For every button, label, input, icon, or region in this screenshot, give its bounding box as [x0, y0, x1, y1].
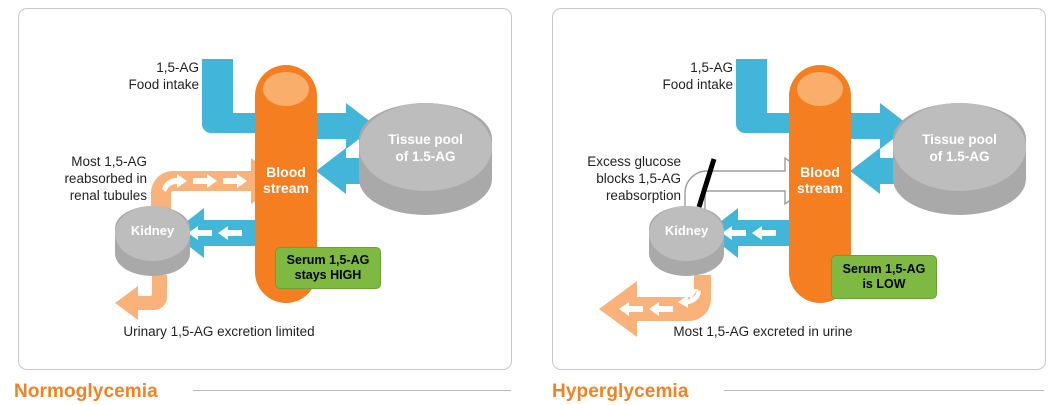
serum-status-callout: Serum 1,5-AG stays HIGH: [275, 247, 381, 289]
tissue-pool-disk: Tissue pool of 1.5-AG: [893, 103, 1026, 215]
reabsorption-chevron-curve: [162, 174, 187, 192]
urinary-excretion-arrow: [115, 275, 167, 320]
panel-hyperglycemia: Blood stream Tissue pool of 1.5-AG Kidne…: [552, 8, 1046, 370]
kidney-label: Kidney: [130, 223, 175, 238]
bloodstream-to-kidney-arrow: [706, 208, 789, 258]
kidney-disk: Kidney: [115, 206, 190, 276]
kidney-disk-top: [115, 206, 190, 261]
reabsorption-label: Most 1,5-AG reabsorbed in renal tubules: [64, 154, 147, 203]
kidney-label: Kidney: [664, 223, 709, 238]
panel-title-rule-right: [724, 390, 1044, 391]
kidney-disk-top: [649, 206, 724, 261]
kidney-flow-chevron-2: [188, 226, 212, 240]
diagram-hyperglycemia: Blood stream Tissue pool of 1.5-AG Kidne…: [553, 17, 1045, 377]
tissue-pool-disk-top: [893, 103, 1026, 191]
tissue-pool-label: Tissue pool of 1.5-AG: [388, 132, 463, 164]
reabsorption-label: Excess glucose blocks 1,5-AG reabsorptio…: [587, 154, 681, 203]
serum-status-callout: Serum 1,5-AG is LOW: [831, 255, 937, 299]
reabsorption-chevron-1: [193, 174, 217, 188]
tissue-pool-disk-top: [359, 103, 492, 191]
diagram-normoglycemia: Blood stream Tissue pool of 1.5-AG Kidne…: [19, 17, 511, 377]
urinary-excretion-label: Urinary 1,5-AG excretion limited: [123, 324, 315, 339]
excretion-chevron-1: [649, 302, 673, 316]
bloodstream-cylinder-top: [263, 72, 309, 106]
panel-title-normoglycemia: Normoglycemia: [14, 381, 158, 402]
excretion-chevron-down: [684, 275, 698, 299]
kidney-flow-chevron-2: [722, 226, 746, 240]
panel-normoglycemia: Blood stream Tissue pool of 1.5-AG Kidne…: [18, 8, 512, 370]
reabsorption-chevron-2: [223, 174, 247, 188]
bloodstream-to-kidney-arrow: [172, 208, 255, 258]
bloodstream-cylinder-top: [797, 72, 843, 106]
panel-title-rule-left: [193, 390, 511, 391]
excretion-chevron-2: [619, 302, 643, 316]
excretion-chevron-curve: [678, 290, 701, 308]
panel-title-hyperglycemia: Hyperglycemia: [552, 381, 689, 402]
food-intake-label: 1,5-AG Food intake: [662, 60, 733, 92]
food-intake-label: 1,5-AG Food intake: [128, 60, 199, 92]
kidney-flow-chevron-1: [218, 226, 242, 240]
kidney-disk: Kidney: [649, 206, 724, 276]
bloodstream-label: Blood stream: [797, 164, 843, 196]
bloodstream-label: Blood stream: [263, 164, 309, 196]
urinary-excretion-label: Most 1,5-AG excreted in urine: [673, 324, 853, 339]
tissue-pool-disk: Tissue pool of 1.5-AG: [359, 103, 492, 215]
reabsorption-block-slash: [696, 158, 717, 208]
kidney-reabsorption-arrow: [151, 158, 283, 217]
tissue-pool-label: Tissue pool of 1.5-AG: [922, 132, 997, 164]
kidney-flow-chevron-1: [752, 226, 776, 240]
